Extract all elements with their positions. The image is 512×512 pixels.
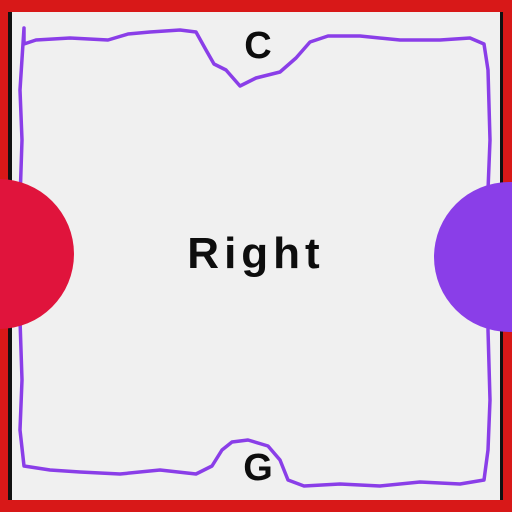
bottom-zone-label: G [243, 447, 273, 489]
frame-top-edge [0, 0, 512, 12]
frame-bottom-edge [0, 500, 512, 512]
zone-outline-path [18, 26, 492, 488]
center-zone-label: Right [187, 229, 325, 278]
top-zone-label: C [244, 25, 272, 67]
